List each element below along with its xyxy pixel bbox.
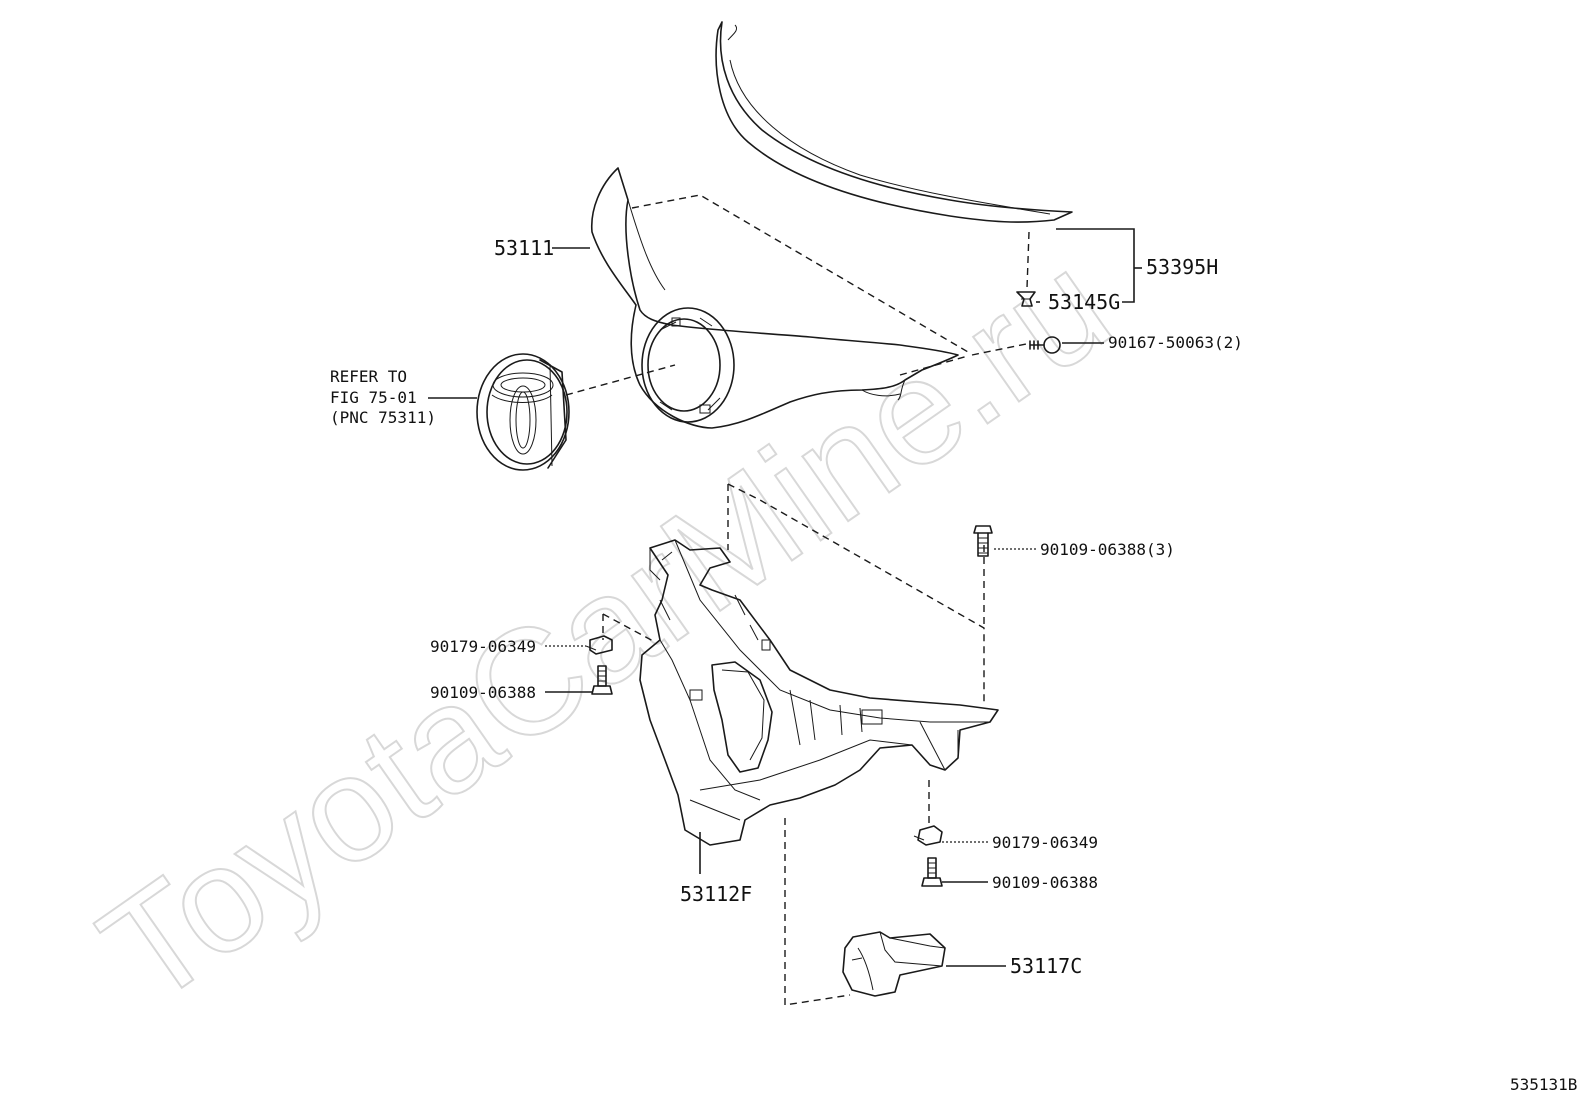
callout-90167-50063: 90167-50063(2) bbox=[1108, 333, 1243, 352]
callout-53111: 53111 bbox=[494, 236, 554, 260]
figure-code: 535131B bbox=[1510, 1075, 1577, 1094]
nut-left bbox=[585, 635, 613, 655]
nut-right bbox=[913, 825, 943, 846]
callout-53112f: 53112F bbox=[680, 882, 752, 906]
callout-53117c: 53117C bbox=[1010, 954, 1082, 978]
radiator-support bbox=[639, 539, 999, 846]
hood-seal-clip bbox=[1016, 291, 1036, 307]
emblem bbox=[476, 353, 570, 471]
callout-90109-06388-3: 90109-06388(3) bbox=[1040, 540, 1175, 559]
callout-53395h: 53395H bbox=[1146, 255, 1218, 279]
bolt-left bbox=[591, 665, 613, 695]
bolt-right bbox=[921, 857, 943, 887]
callout-90179-06349-left: 90179-06349 bbox=[430, 637, 536, 656]
watermark-text: ToyotaCarMine.ru bbox=[72, 220, 1138, 1037]
hood-panel bbox=[590, 167, 959, 429]
callout-53145g: 53145G bbox=[1048, 290, 1120, 314]
callout-90179-06349-right: 90179-06349 bbox=[992, 833, 1098, 852]
callout-90109-06388-left: 90109-06388 bbox=[430, 683, 536, 702]
bracket bbox=[842, 931, 946, 997]
hood-seal-strip bbox=[715, 21, 1073, 223]
refer-to-line2: FIG 75-01 bbox=[330, 388, 417, 407]
emblem-opening bbox=[641, 307, 735, 423]
callout-90109-06388-right: 90109-06388 bbox=[992, 873, 1098, 892]
assembly-guide-lines bbox=[565, 194, 1030, 1006]
refer-to-line3: (PNC 75311) bbox=[330, 408, 436, 427]
leader-lines bbox=[428, 228, 1142, 967]
emblem-screw bbox=[1029, 336, 1061, 354]
bolt-top-right bbox=[973, 525, 993, 557]
refer-to-line1: REFER TO bbox=[330, 367, 407, 386]
